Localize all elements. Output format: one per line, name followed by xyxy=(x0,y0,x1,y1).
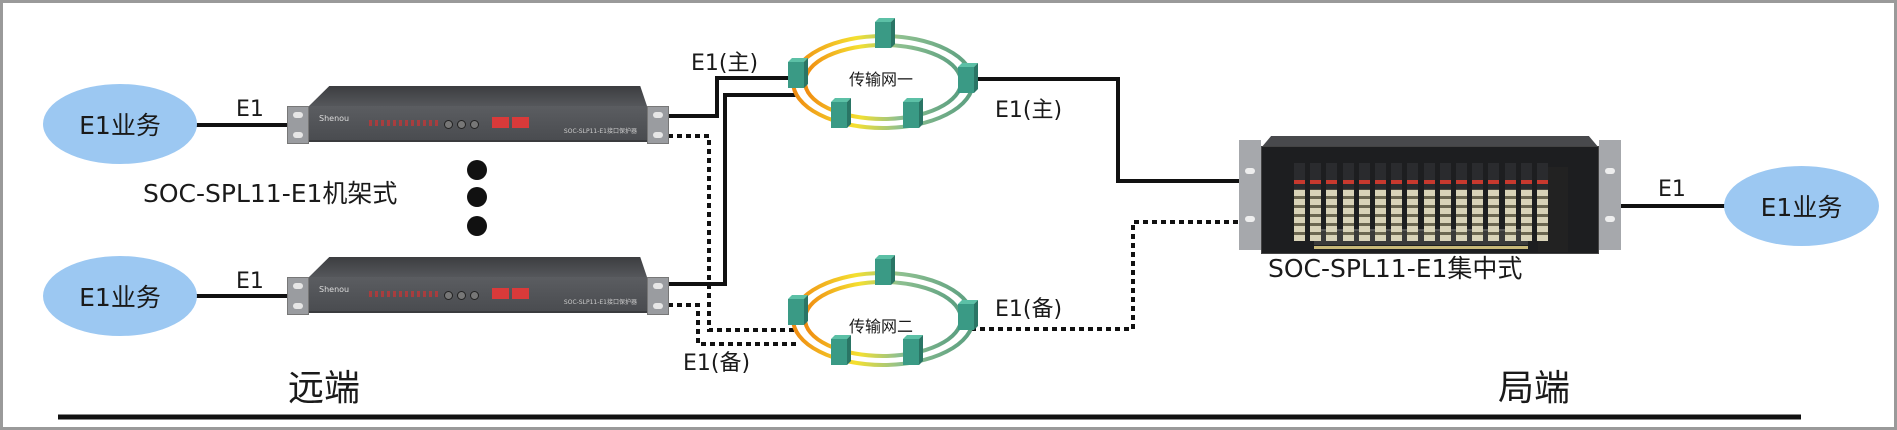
network-node-icon xyxy=(831,98,851,128)
link-backup-bottom-rack xyxy=(668,303,798,346)
line-card xyxy=(1326,163,1338,241)
link-backup-central xyxy=(971,220,1240,331)
status-leds xyxy=(369,120,439,126)
central-chassis xyxy=(1239,136,1621,254)
line-card xyxy=(1342,163,1354,241)
link-label-central: E1 xyxy=(1658,177,1686,202)
network-node-icon xyxy=(831,335,851,365)
link-main-top-rack xyxy=(668,76,798,118)
link-label-top: E1 xyxy=(236,97,264,122)
line-card xyxy=(1407,163,1419,241)
remote-side-label: 远端 xyxy=(288,368,361,409)
label-main-left: E1(主) xyxy=(691,51,759,76)
service-central: E1业务 xyxy=(1724,166,1879,246)
line-card xyxy=(1310,163,1322,241)
line-card xyxy=(1537,163,1548,241)
service-remote-top: E1业务 xyxy=(43,84,197,164)
rack-device-top: Shenou SOC-SLP11-E1接口保护器 xyxy=(287,86,669,144)
line-card xyxy=(1358,163,1370,241)
central-side-label: 局端 xyxy=(1498,368,1571,409)
line-card xyxy=(1504,163,1516,241)
network-node-icon xyxy=(958,300,978,330)
brand-logo: Shenou xyxy=(319,114,350,123)
service-label: E1业务 xyxy=(1760,193,1843,222)
network-node-icon xyxy=(788,295,808,325)
rack-device-bottom: Shenou SOC-SLP11-E1接口保护器 xyxy=(287,257,669,315)
link-backup-top-rack xyxy=(668,134,798,332)
connections-layer xyxy=(58,18,1801,420)
label-main-right: E1(主) xyxy=(995,98,1063,123)
network-node-icon xyxy=(788,58,808,88)
network-node-icon xyxy=(903,98,923,128)
line-card xyxy=(1294,163,1305,241)
ellipsis-dot xyxy=(467,160,487,180)
line-card xyxy=(1456,163,1467,241)
line-card xyxy=(1391,163,1403,241)
line-card xyxy=(1375,163,1386,241)
link-main-central xyxy=(971,77,1240,183)
label-backup-left: E1(备) xyxy=(683,351,751,376)
status-leds xyxy=(369,291,439,297)
central-device-label: SOC-SPL11-E1集中式 xyxy=(1268,254,1523,283)
network-node-icon xyxy=(875,18,895,48)
service-label: E1业务 xyxy=(79,283,161,312)
model-plate: SOC-SLP11-E1接口保护器 xyxy=(563,128,637,135)
ring-bottom-label: 传输网二 xyxy=(849,317,914,336)
network-node-icon xyxy=(875,255,895,285)
link-main-bottom-rack xyxy=(668,93,798,286)
network-node-icon xyxy=(958,63,978,93)
line-card xyxy=(1472,163,1484,241)
line-card xyxy=(1439,163,1451,241)
ellipsis-dot xyxy=(467,187,487,207)
network-node-icon xyxy=(903,335,923,365)
line-card xyxy=(1423,163,1435,241)
line-card xyxy=(1520,163,1532,241)
ring-top-label: 传输网一 xyxy=(849,70,914,89)
line-card xyxy=(1488,163,1500,241)
rack-device-label: SOC-SPL11-E1机架式 xyxy=(143,179,398,208)
model-plate: SOC-SLP11-E1接口保护器 xyxy=(563,299,637,306)
service-label: E1业务 xyxy=(79,111,161,140)
ellipsis-dot xyxy=(467,216,487,236)
label-backup-right: E1(备) xyxy=(995,297,1063,322)
service-remote-bottom: E1业务 xyxy=(43,256,197,336)
brand-logo: Shenou xyxy=(319,285,350,294)
link-label-bottom: E1 xyxy=(236,269,264,294)
